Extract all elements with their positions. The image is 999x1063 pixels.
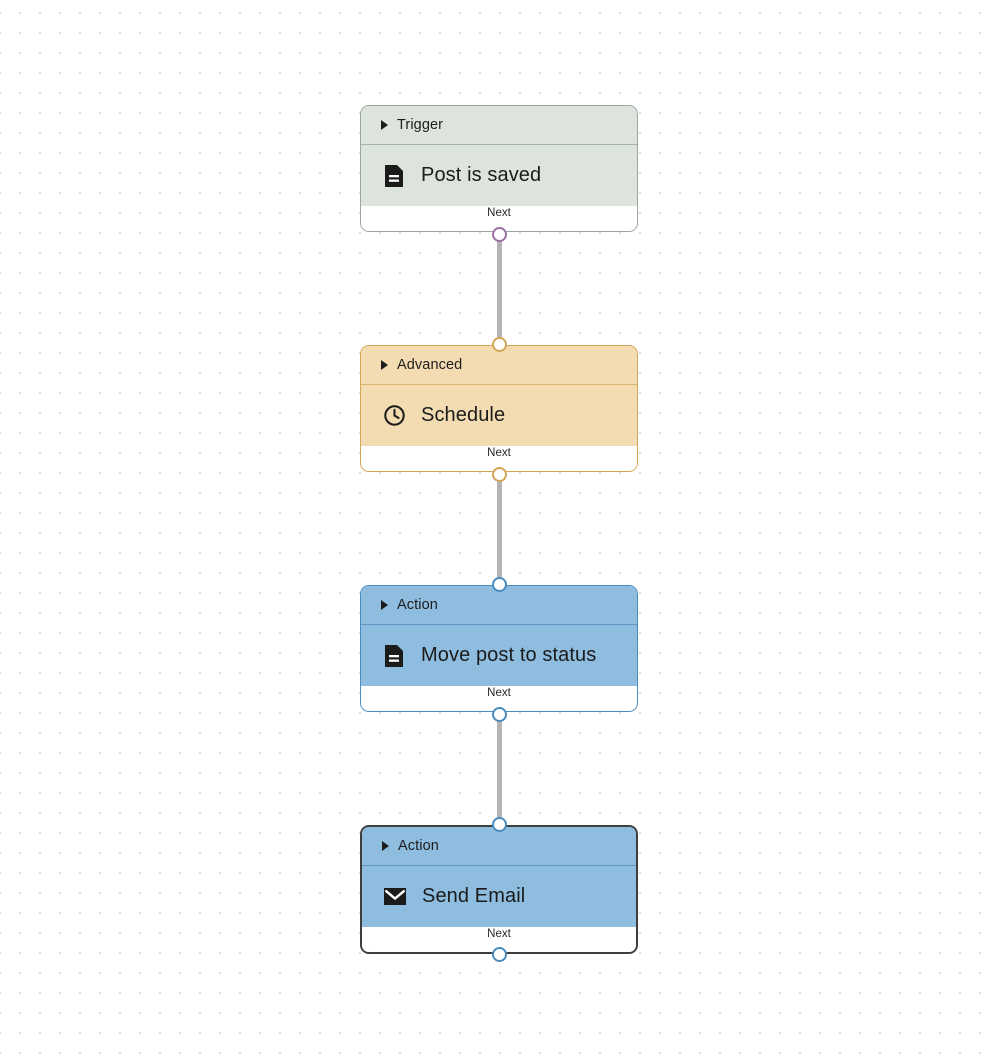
workflow-node-advanced[interactable]: Advanced Schedule Next bbox=[360, 345, 638, 472]
node-body-trigger[interactable]: Post is saved bbox=[361, 145, 637, 206]
node-kind-label: Advanced bbox=[397, 357, 463, 373]
node-body-action-email[interactable]: Send Email bbox=[362, 866, 636, 927]
node-header-advanced[interactable]: Advanced bbox=[361, 346, 637, 384]
node-header-action-move[interactable]: Action bbox=[361, 586, 637, 624]
port-out-action-move[interactable] bbox=[492, 707, 507, 722]
node-title: Post is saved bbox=[421, 164, 542, 186]
port-in-action-email[interactable] bbox=[492, 817, 507, 832]
expand-triangle-icon[interactable] bbox=[381, 120, 388, 130]
port-out-trigger[interactable] bbox=[492, 227, 507, 242]
node-footer-next[interactable]: Next bbox=[361, 446, 637, 471]
node-divider bbox=[362, 865, 636, 866]
expand-triangle-icon[interactable] bbox=[382, 841, 389, 851]
port-in-action-move[interactable] bbox=[492, 577, 507, 592]
document-icon bbox=[382, 164, 406, 188]
node-title: Send Email bbox=[422, 885, 526, 907]
expand-triangle-icon[interactable] bbox=[381, 360, 388, 370]
node-divider bbox=[361, 624, 637, 625]
envelope-icon bbox=[383, 885, 407, 909]
next-label: Next bbox=[487, 447, 511, 459]
node-body-action-move[interactable]: Move post to status bbox=[361, 625, 637, 686]
node-kind-label: Action bbox=[398, 838, 439, 854]
workflow-node-trigger[interactable]: Trigger Post is saved Next bbox=[360, 105, 638, 232]
node-header-action-email[interactable]: Action bbox=[362, 827, 636, 865]
node-kind-label: Action bbox=[397, 597, 438, 613]
document-icon bbox=[382, 644, 406, 668]
expand-triangle-icon[interactable] bbox=[381, 600, 388, 610]
edge-action-move-to-action-email bbox=[497, 715, 502, 825]
port-in-advanced[interactable] bbox=[492, 337, 507, 352]
workflow-node-action-email[interactable]: Action Send Email Next bbox=[360, 825, 638, 954]
node-body-advanced[interactable]: Schedule bbox=[361, 385, 637, 446]
node-title: Move post to status bbox=[421, 644, 597, 666]
next-label: Next bbox=[487, 928, 511, 940]
node-divider bbox=[361, 384, 637, 385]
next-label: Next bbox=[487, 687, 511, 699]
port-out-advanced[interactable] bbox=[492, 467, 507, 482]
edge-trigger-to-advanced bbox=[497, 235, 502, 345]
node-title: Schedule bbox=[421, 404, 506, 426]
workflow-node-action-move[interactable]: Action Move post to status Next bbox=[360, 585, 638, 712]
node-footer-next[interactable]: Next bbox=[361, 206, 637, 231]
node-kind-label: Trigger bbox=[397, 117, 444, 133]
next-label: Next bbox=[487, 207, 511, 219]
clock-icon bbox=[382, 404, 406, 428]
port-out-action-email[interactable] bbox=[492, 947, 507, 962]
node-footer-next[interactable]: Next bbox=[361, 686, 637, 711]
edge-advanced-to-action-move bbox=[497, 475, 502, 585]
node-divider bbox=[361, 144, 637, 145]
node-header-trigger[interactable]: Trigger bbox=[361, 106, 637, 144]
